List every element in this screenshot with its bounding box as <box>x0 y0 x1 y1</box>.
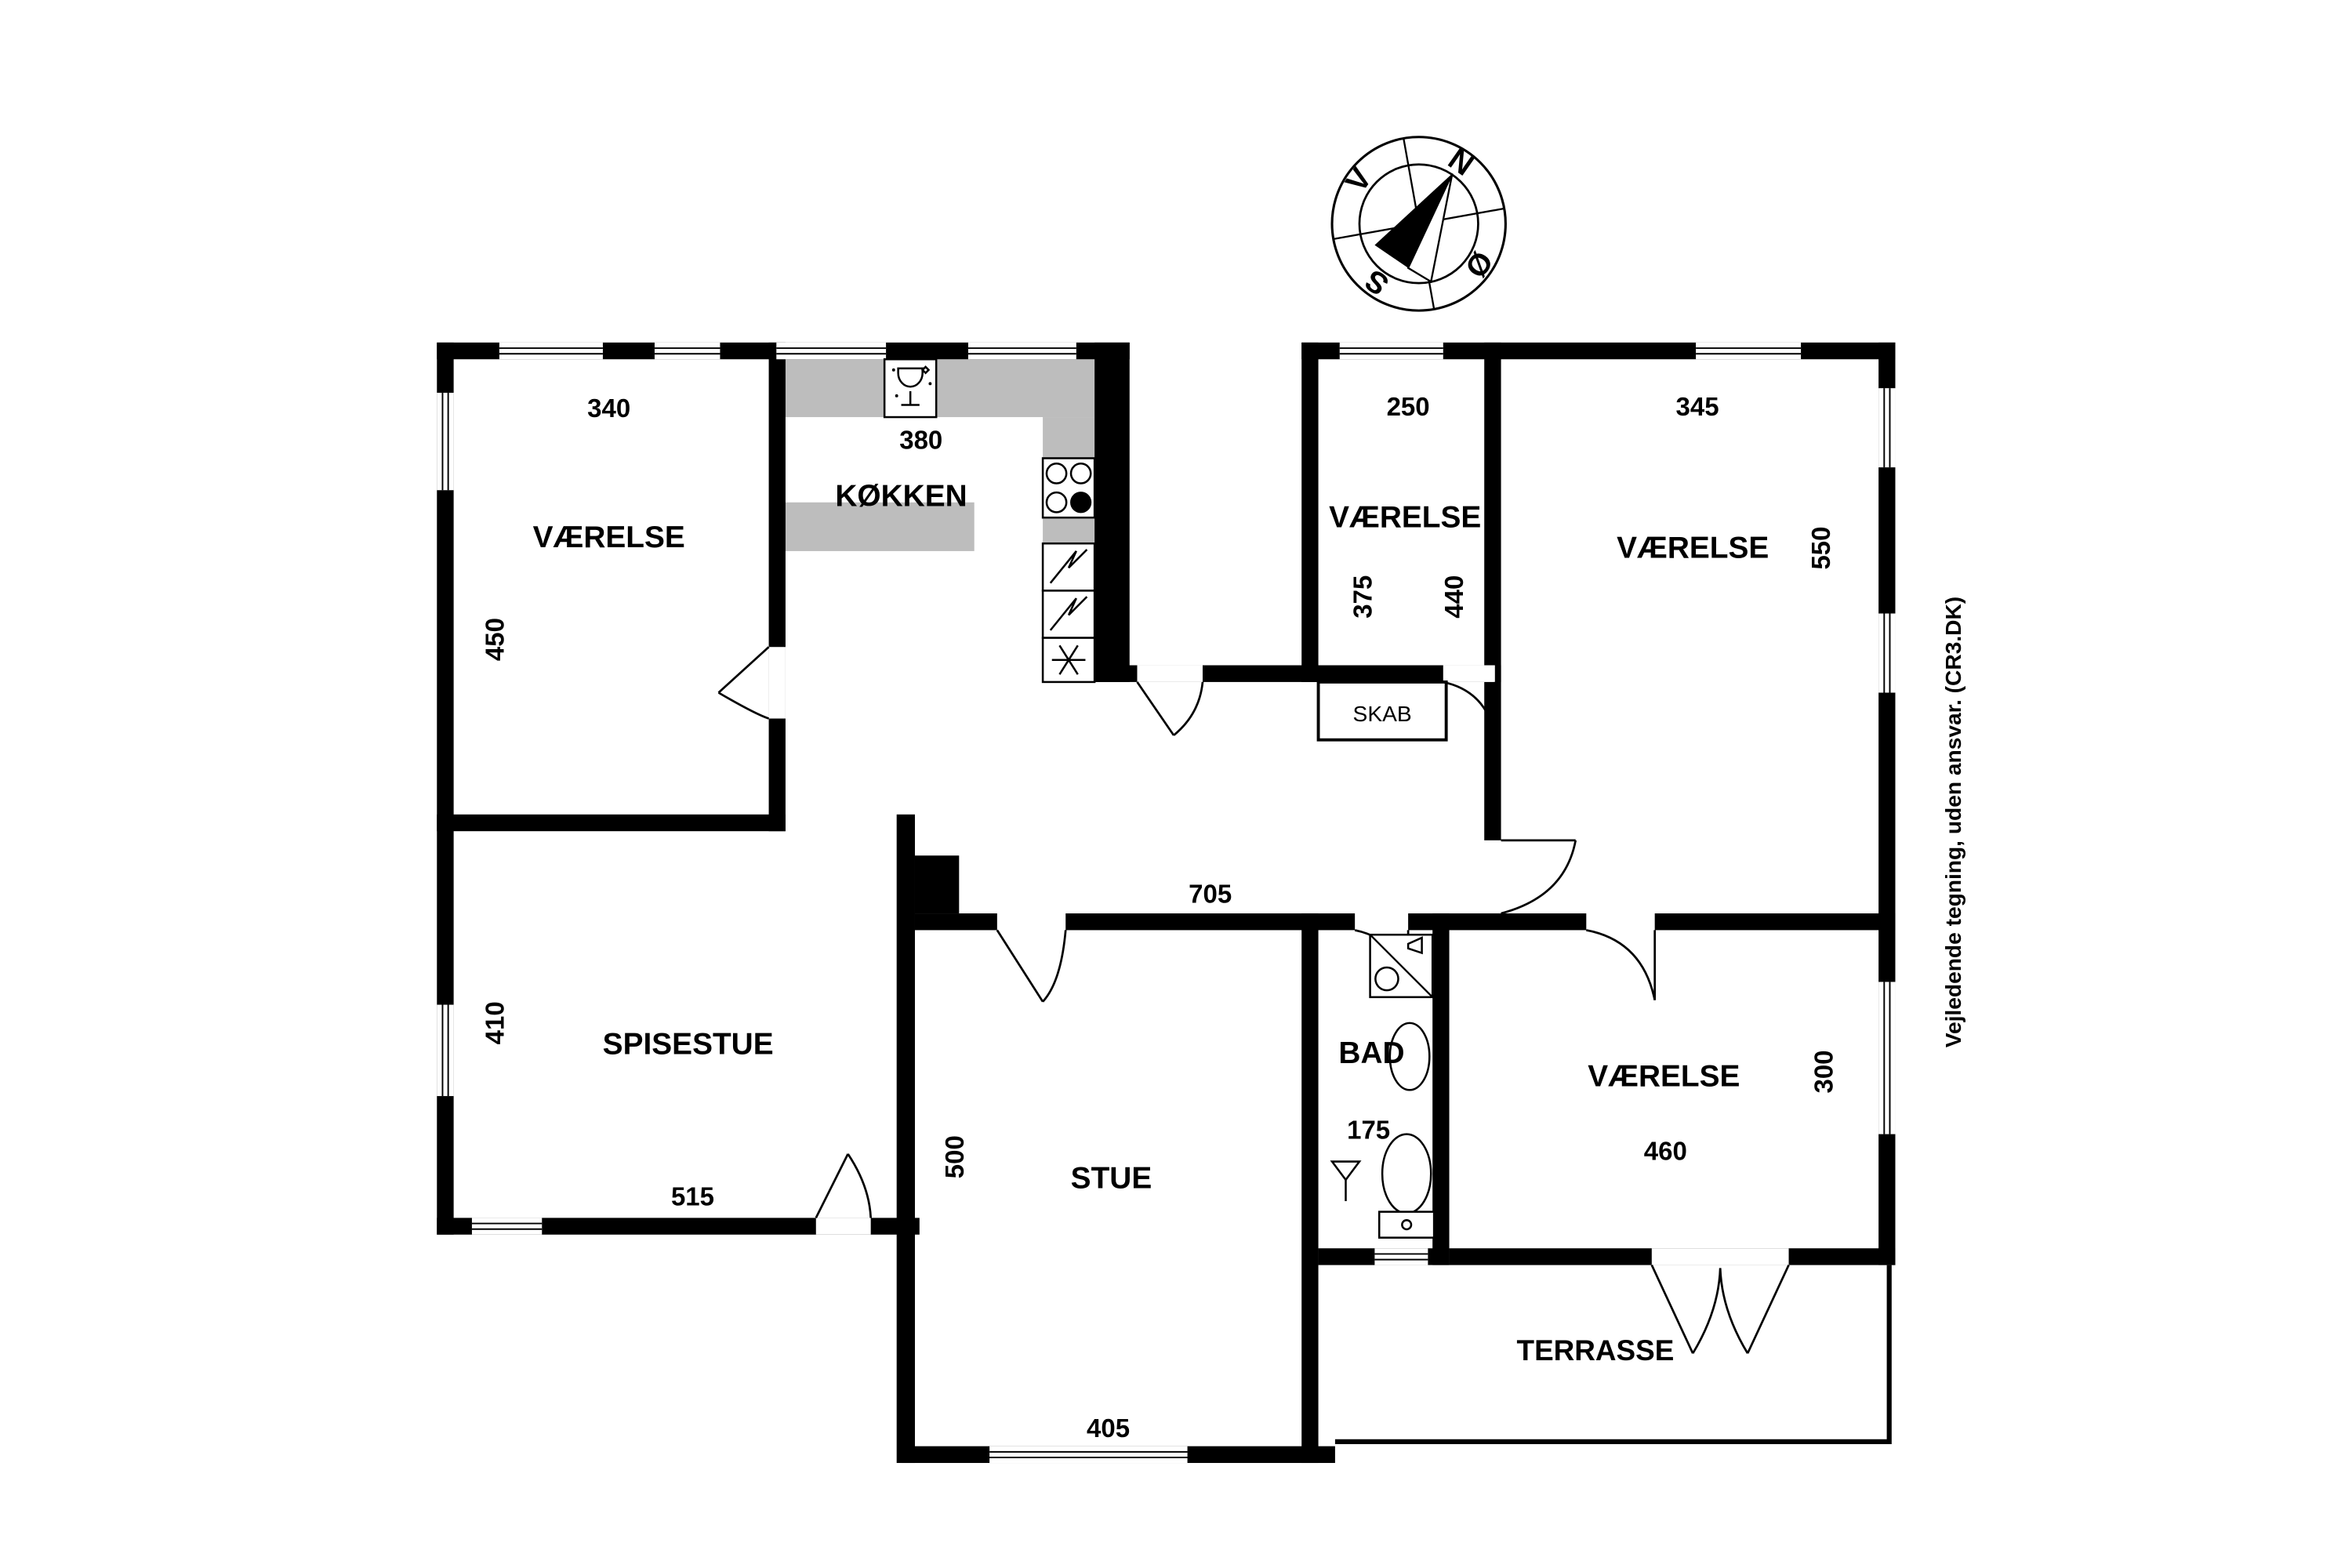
compass-inner-ring <box>1358 163 1479 285</box>
floor-drain-icon <box>1330 1160 1362 1202</box>
bedroom-se-door-swing <box>1586 929 1657 1001</box>
kitchen-counters <box>785 359 1095 551</box>
chimney-block <box>914 855 960 914</box>
window <box>967 342 1076 360</box>
windows <box>437 342 1896 1464</box>
room-label-bedroom-se: VÆRELSE <box>1588 1059 1740 1093</box>
wall-dining-bottom <box>437 1218 920 1235</box>
compass-needle-tail-icon <box>1406 172 1454 284</box>
dim-bedroom-mid-left: 375 <box>1348 575 1377 619</box>
closet-box <box>1316 680 1448 742</box>
door-openings <box>768 647 1789 1265</box>
wall-kitchen-right <box>1094 342 1130 682</box>
room-label-terrace: TERRASSE <box>1517 1334 1675 1367</box>
room-label-living: STUE <box>1071 1161 1152 1195</box>
walls <box>437 342 1896 1464</box>
dim-living-left: 500 <box>940 1135 969 1178</box>
compass-needle-icon <box>1374 173 1453 268</box>
counter-top <box>785 359 1095 418</box>
freezer-icon <box>1041 637 1096 684</box>
kitchen-fixtures <box>883 358 1096 684</box>
room-label-kitchen: KØKKEN <box>835 480 967 514</box>
dim-dining-bottom: 515 <box>671 1182 714 1211</box>
counter-right-upper <box>1043 417 1095 459</box>
dim-bedroom-mid-top: 250 <box>1387 392 1430 421</box>
dim-dining-left: 410 <box>481 1001 510 1044</box>
dim-hall: 705 <box>1189 879 1232 908</box>
compass-rose: N Ø S V <box>1330 136 1507 312</box>
terrace-french-door-swing <box>1650 1265 1790 1354</box>
fridge-icon <box>1041 542 1096 592</box>
disclaimer-caption: Vejledende tegning, uden ansvar. (CR3.DK… <box>1941 597 1965 1047</box>
door-swings <box>717 646 1790 1354</box>
counter-right-lower <box>1043 517 1095 544</box>
room-label-bath: BAD <box>1338 1036 1404 1070</box>
entry-door-swing <box>1136 681 1204 736</box>
room-label-bedroom-ne: VÆRELSE <box>1617 532 1769 565</box>
room-label-bedroom-nw: VÆRELSE <box>533 521 685 554</box>
window <box>471 1218 543 1235</box>
washbasin-icon <box>1388 1022 1431 1091</box>
wall-bedroom-nw-right <box>768 342 786 832</box>
wall-hall-bottom-d <box>1654 913 1896 931</box>
dim-kitchen-top: 380 <box>899 426 942 455</box>
window <box>1696 342 1802 360</box>
room-label-closet: SKAB <box>1353 702 1412 726</box>
room-label-bedroom-mid: VÆRELSE <box>1329 501 1481 535</box>
window <box>1374 1248 1428 1265</box>
dim-living-bottom: 405 <box>1087 1414 1130 1443</box>
window <box>776 342 887 360</box>
vanity-sink-icon <box>1369 933 1434 999</box>
dim-bedroom-ne-top: 345 <box>1676 392 1719 421</box>
stove-icon <box>1041 457 1096 519</box>
dining-door-swing <box>815 1153 873 1219</box>
wall-bedroom-mid-right <box>1484 342 1501 840</box>
wall-dining-east <box>896 814 915 1464</box>
closet-door-opening <box>1443 665 1495 682</box>
fridge-icon <box>1041 590 1096 639</box>
kitchen-island-counter <box>785 502 975 551</box>
wall-bedroom-nw-bottom <box>437 814 786 832</box>
window <box>1339 342 1443 360</box>
bathroom-fixtures <box>1330 933 1436 1239</box>
wall-hall-bottom-b <box>1065 913 1356 931</box>
entry-door-opening <box>1137 665 1203 682</box>
terrace-outline <box>1334 1265 1892 1444</box>
dim-bath: 175 <box>1347 1115 1390 1144</box>
dishwasher-icon <box>883 358 938 419</box>
wall-bath-right <box>1432 913 1450 1265</box>
wall-entry <box>1094 665 1319 682</box>
window <box>1878 613 1896 693</box>
wall-hall-bottom-c <box>1408 913 1587 931</box>
room-label-dining: SPISESTUE <box>603 1028 774 1062</box>
dim-bedroom-se-right: 300 <box>1809 1050 1838 1093</box>
dim-bedroom-nw-left: 450 <box>481 618 510 661</box>
dim-bedroom-ne-right: 550 <box>1806 526 1835 569</box>
bedroom-ne-door-swing <box>1501 839 1577 915</box>
window <box>499 342 603 360</box>
window <box>437 1004 454 1097</box>
labels: 340 VÆRELSE 450 380 KØKKEN 250 VÆRELSE 3… <box>481 392 1838 1443</box>
closet-door-swing <box>1443 681 1497 736</box>
bedroom-nw-door-opening <box>768 647 786 719</box>
window <box>1878 388 1896 468</box>
toilet-icon <box>1377 1133 1436 1239</box>
wall-right-block-left <box>1301 342 1319 682</box>
dim-bedroom-nw-top: 340 <box>587 394 630 423</box>
wall-hall-bottom-a <box>914 913 997 931</box>
bedroom-nw-door-swing <box>717 646 770 720</box>
wall-living-right <box>1301 913 1319 1464</box>
window <box>437 392 454 491</box>
window <box>1878 982 1896 1134</box>
dim-bedroom-mid-right: 440 <box>1439 575 1468 619</box>
living-door-swing <box>996 929 1067 1003</box>
window <box>989 1446 1188 1464</box>
window <box>654 342 720 360</box>
dining-door-opening <box>815 1218 871 1235</box>
terrace-door-opening <box>1651 1248 1789 1265</box>
dim-bedroom-se-bottom: 460 <box>1644 1136 1687 1165</box>
